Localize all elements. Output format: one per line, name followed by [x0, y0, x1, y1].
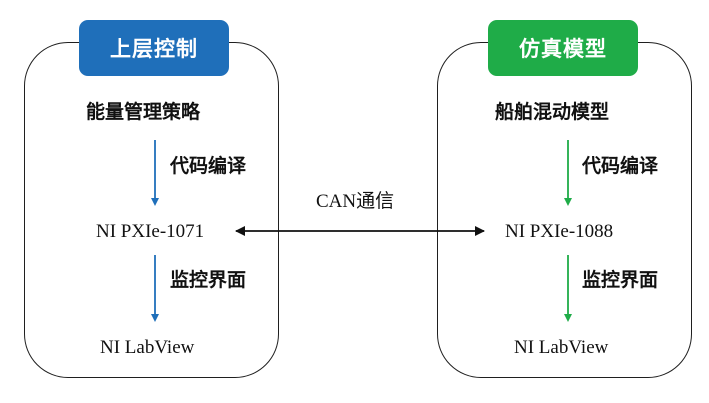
right-step1-label: 代码编译 [582, 155, 659, 177]
left-title: 能量管理策略 [86, 101, 201, 123]
left-device-label: NI PXIe-1071 [96, 221, 205, 242]
right-software-label: NI LabView [514, 337, 609, 358]
right-step2-label: 监控界面 [582, 269, 659, 291]
upper-control-header: 上层控制 [79, 20, 229, 76]
simulation-model-header: 仿真模型 [488, 20, 638, 76]
left-step1-label: 代码编译 [170, 155, 247, 177]
right-title: 船舶混动模型 [495, 101, 610, 123]
can-link-label: CAN通信 [316, 191, 395, 212]
right-device-label: NI PXIe-1088 [505, 221, 614, 242]
left-step2-label: 监控界面 [170, 269, 247, 291]
left-software-label: NI LabView [100, 337, 195, 358]
